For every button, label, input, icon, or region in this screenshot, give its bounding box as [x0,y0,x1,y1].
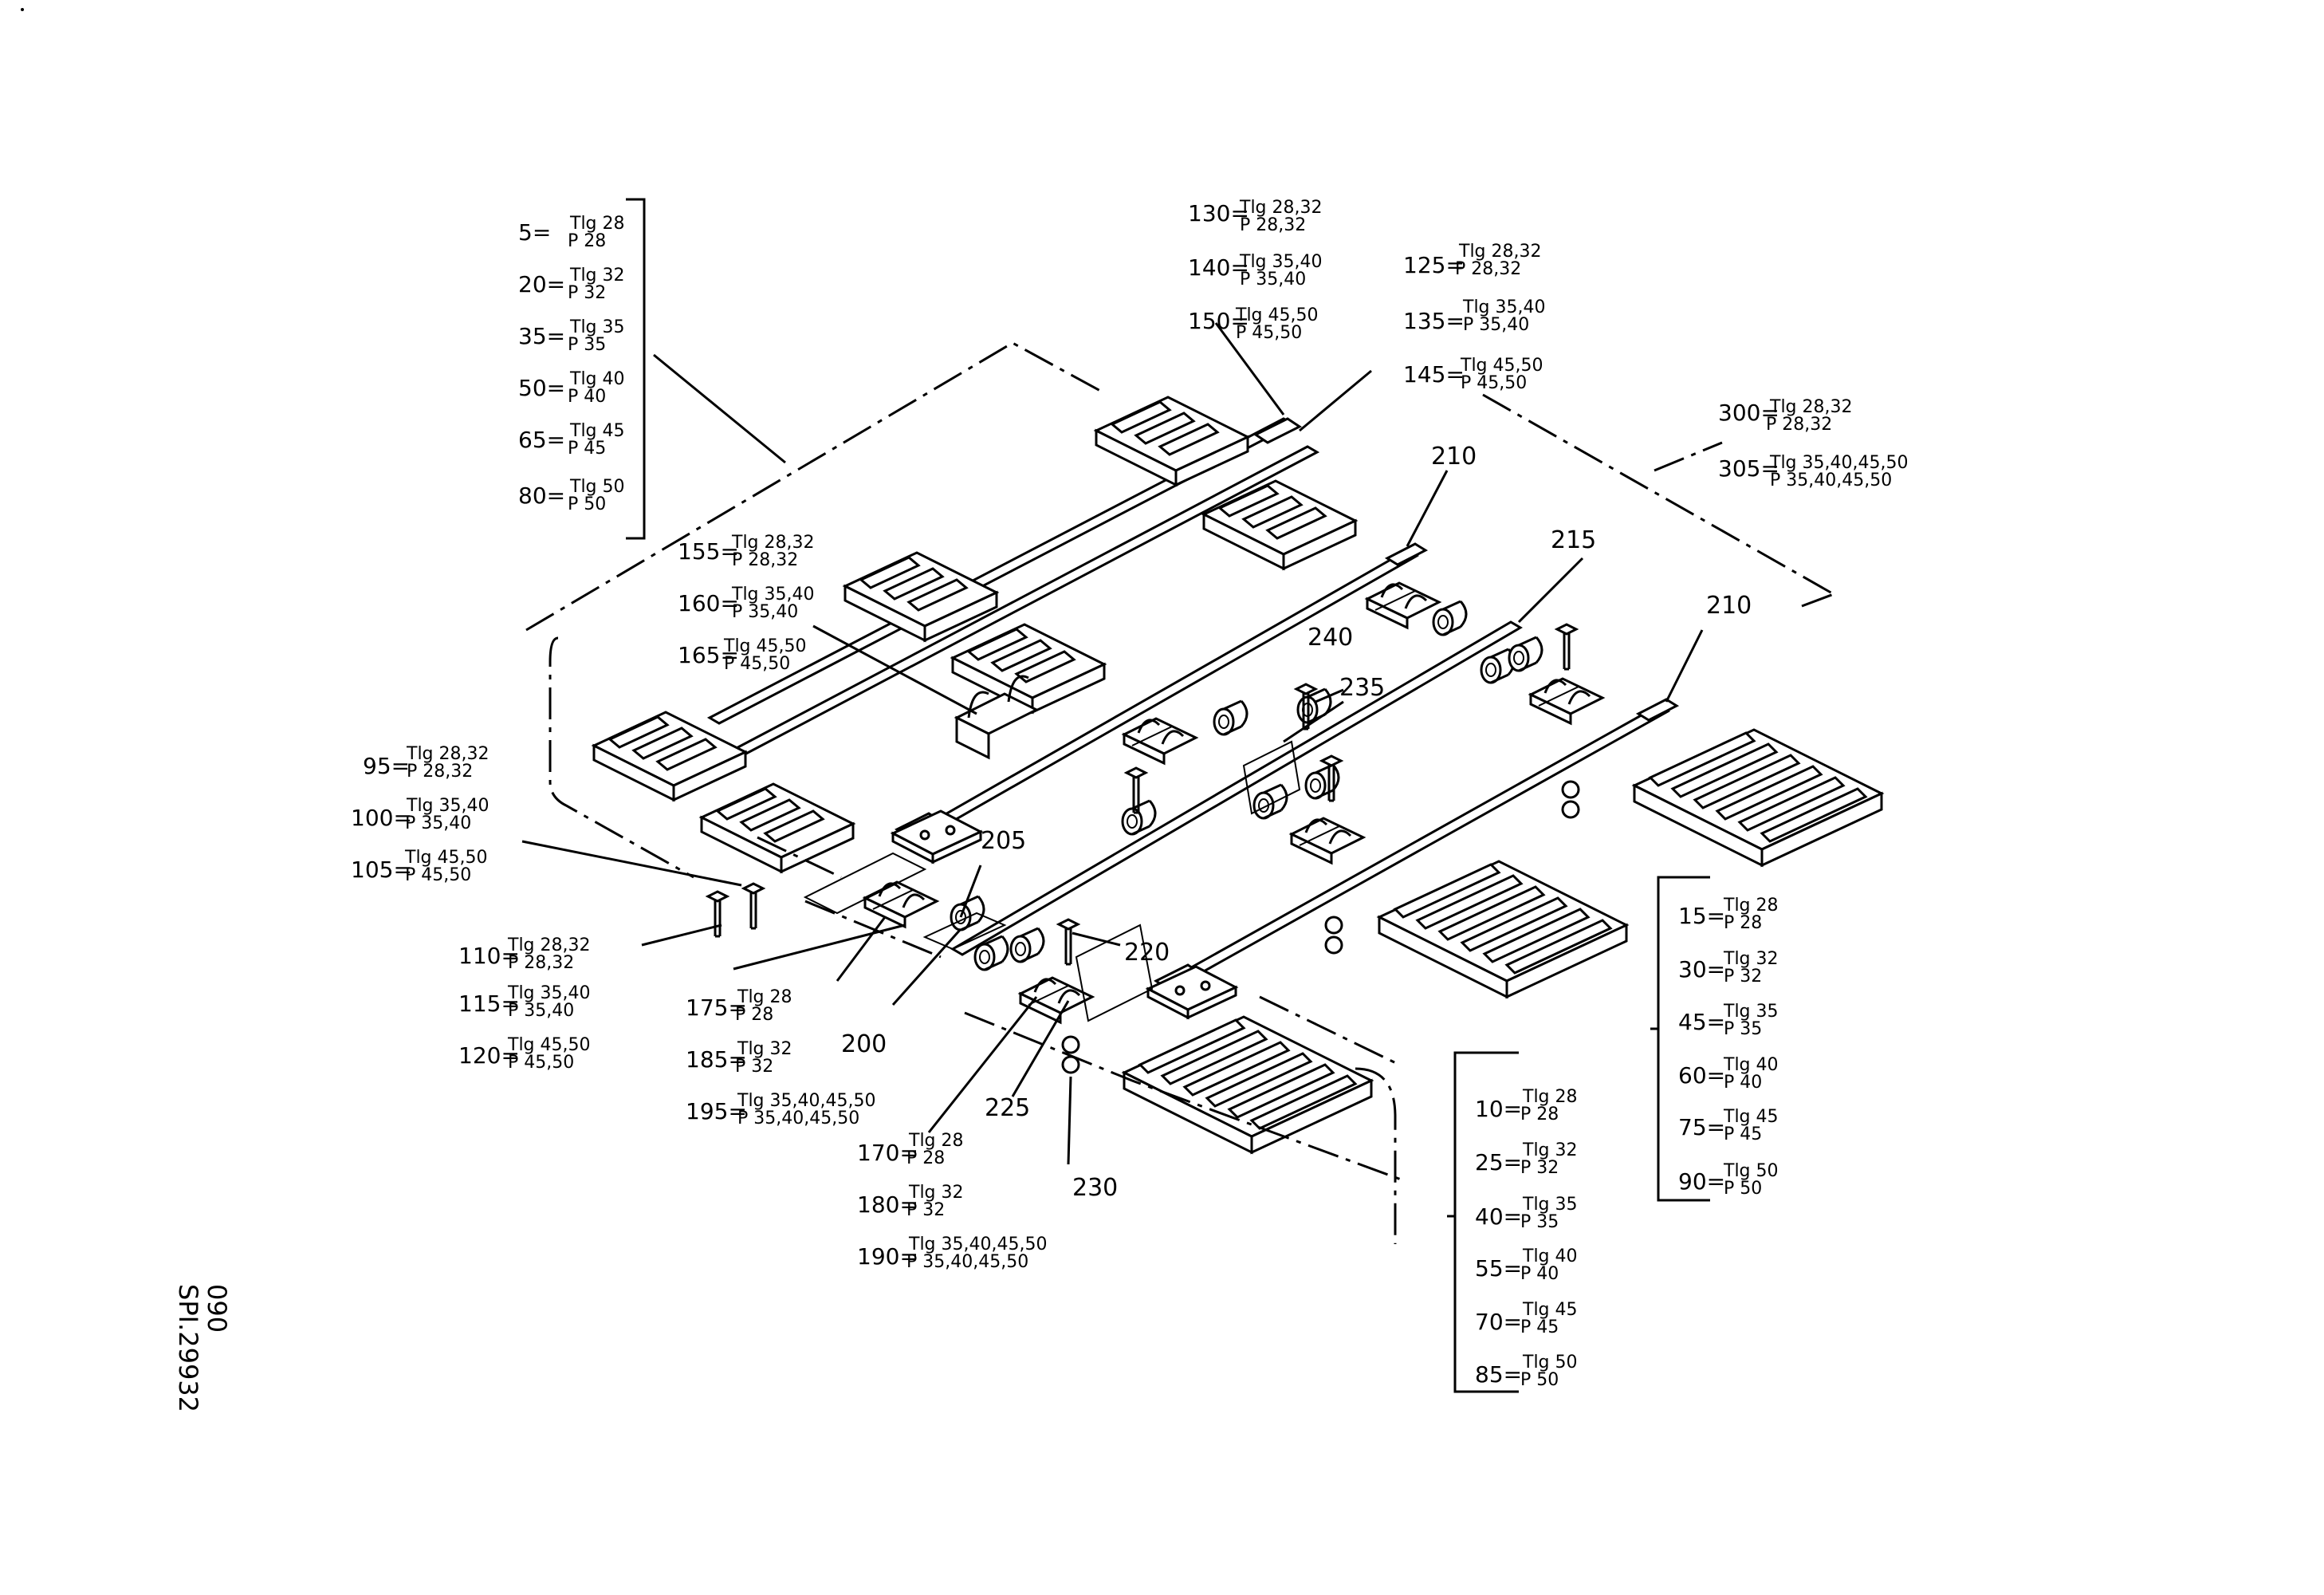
drawing-id: SPI.29932 [173,1284,203,1413]
assembly-frames [525,341,1834,1244]
leader-lines [521,322,1704,1165]
label-230: 230 [1072,1174,1119,1202]
rails [706,417,1680,992]
label-215: 215 [1551,526,1597,554]
drawing-number: 090 SPI.29932 [173,1284,232,1413]
label-240: 240 [1307,624,1354,652]
label-205: 205 [981,827,1027,855]
label-200: 200 [841,1030,887,1058]
fittings [706,581,1604,1074]
corner-mark [21,8,24,11]
label-225: 225 [985,1094,1031,1122]
sheet-number: 090 [202,1284,232,1333]
label-210-lower: 210 [1706,592,1752,620]
label-220: 220 [1124,939,1170,967]
list-brackets [626,198,1710,1393]
label-235: 235 [1339,674,1386,702]
fitting-outlines [803,740,1301,1022]
label-210-upper: 210 [1431,443,1477,471]
